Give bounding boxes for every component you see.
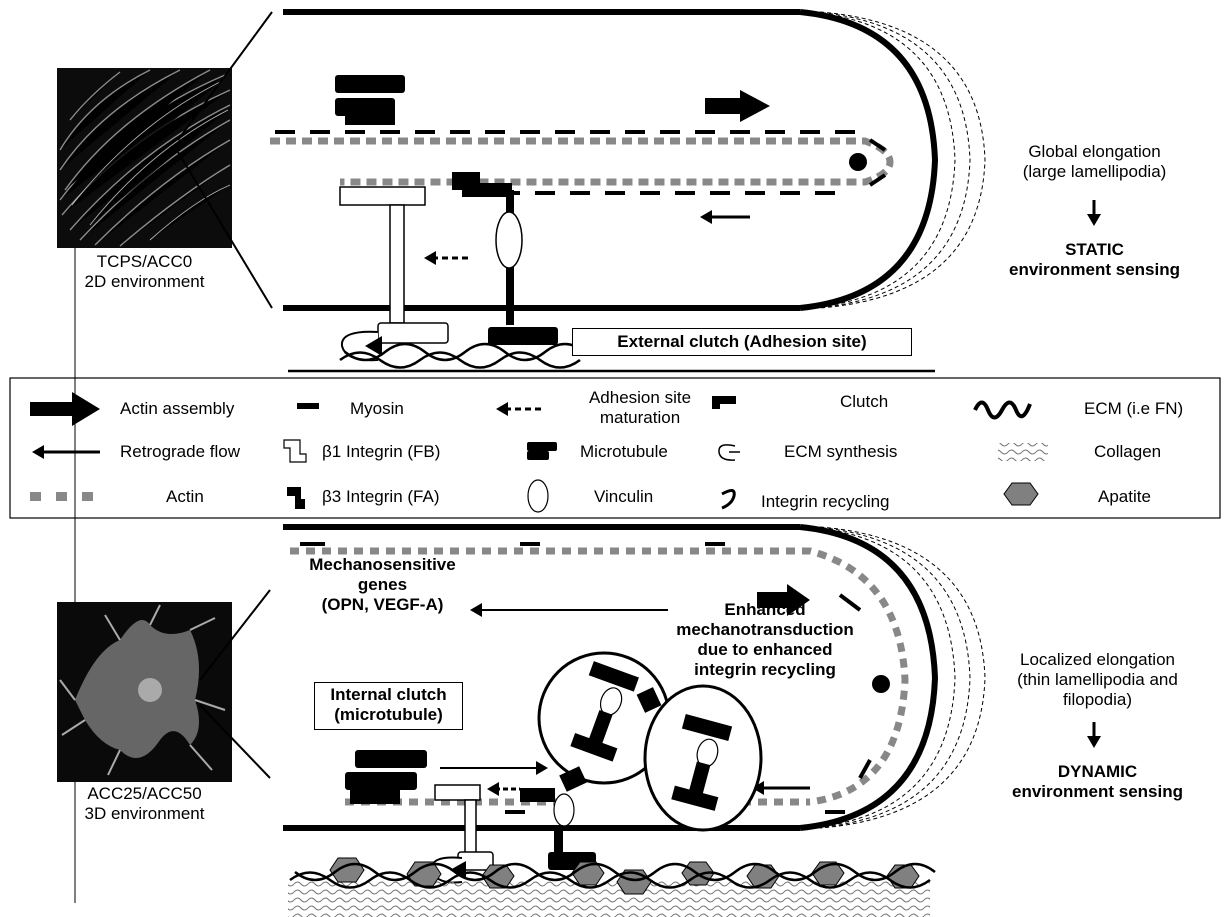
top-vinculin xyxy=(496,212,522,268)
top-clutch xyxy=(452,172,512,197)
recycling-vesicle-2 xyxy=(645,686,761,830)
legend-clutch-icon xyxy=(712,396,736,409)
legend-collagen-icon xyxy=(998,443,1048,461)
legend-microtubule-icon xyxy=(527,442,557,460)
top-sensing-line2: environment sensing xyxy=(982,260,1207,280)
bottom-microtubule xyxy=(345,750,427,804)
legend-b3-integrin-icon xyxy=(288,488,304,508)
internal-clutch-line1: Internal clutch xyxy=(315,685,462,705)
top-b1-integrin xyxy=(340,187,448,343)
legend-integrin-recycling-label: Integrin recycling xyxy=(761,492,890,512)
bottom-caption-line1: ACC25/ACC50 xyxy=(42,784,247,804)
top-side-line2: (large lamellipodia) xyxy=(982,162,1207,182)
legend-b3-integrin-label: β3 Integrin (FA) xyxy=(322,487,440,507)
bottom-sensing-line1: DYNAMIC xyxy=(975,762,1220,782)
bottom-retrograde-arrow xyxy=(752,781,810,795)
top-actin-assembly-arrow xyxy=(705,90,770,122)
legend-clutch-label: Clutch xyxy=(840,392,888,412)
top-maturation-arrow xyxy=(424,251,470,265)
genes-text: Mechanosensitive genes (OPN, VEGF-A) xyxy=(300,555,465,615)
top-cell-membrane xyxy=(283,12,985,308)
bottom-caption-line2: 3D environment xyxy=(42,804,247,824)
top-cell-photo xyxy=(57,68,232,248)
top-sensing-line1: STATIC xyxy=(982,240,1207,260)
legend-collagen-label: Collagen xyxy=(1094,442,1161,462)
external-clutch-label: External clutch (Adhesion site) xyxy=(572,328,912,356)
top-microtubule xyxy=(335,75,405,125)
legend-ecm-synthesis-label: ECM synthesis xyxy=(784,442,897,462)
legend-b1-integrin-label: β1 Integrin (FB) xyxy=(322,442,440,462)
bottom-sensing-text: DYNAMIC environment sensing xyxy=(975,762,1220,802)
legend-apatite-icon xyxy=(1004,483,1038,505)
legend-ecm-icon xyxy=(975,403,1030,418)
bottom-side-line2: (thin lamellipodia and xyxy=(975,670,1220,690)
legend-integrin-recycling-icon xyxy=(722,490,734,508)
legend-maturation-line2: maturation xyxy=(575,408,705,428)
top-caption-line2: 2D environment xyxy=(42,272,247,292)
legend-retrograde-icon xyxy=(32,445,100,459)
genes-line2: genes xyxy=(300,575,465,595)
top-down-arrow xyxy=(1087,200,1101,226)
top-photo-caption: TCPS/ACC0 2D environment xyxy=(42,252,247,292)
genes-line1: Mechanosensitive xyxy=(300,555,465,575)
legend-vinculin-label: Vinculin xyxy=(594,487,653,507)
top-actin-fiber xyxy=(270,132,890,193)
legend-maturation-line1: Adhesion site xyxy=(575,388,705,408)
bottom-side-text: Localized elongation (thin lamellipodia … xyxy=(975,650,1220,710)
internal-clutch-line2: (microtubule) xyxy=(315,705,462,725)
legend-microtubule-label: Microtubule xyxy=(580,442,668,462)
genes-line3: (OPN, VEGF-A) xyxy=(300,595,465,615)
bottom-down-arrow xyxy=(1087,722,1101,748)
legend-actin-assembly-icon xyxy=(30,392,100,426)
bottom-maturation-arrow xyxy=(487,782,520,796)
bottom-side-line1: Localized elongation xyxy=(975,650,1220,670)
top-side-text: Global elongation (large lamellipodia) xyxy=(982,142,1207,182)
legend-maturation-icon xyxy=(496,402,545,416)
legend-apatite-label: Apatite xyxy=(1098,487,1151,507)
legend-actin-label: Actin xyxy=(166,487,204,507)
microtubule-arrow xyxy=(440,761,548,775)
bottom-photo-caption: ACC25/ACC50 3D environment xyxy=(42,784,247,824)
enhanced-line1: Enhanced xyxy=(670,600,860,620)
top-retrograde-arrow xyxy=(700,210,750,224)
enhanced-text: Enhanced mechanotransduction due to enha… xyxy=(670,600,860,680)
top-side-line1: Global elongation xyxy=(982,142,1207,162)
top-caption-line1: TCPS/ACC0 xyxy=(42,252,247,272)
legend-ecm-synthesis-icon xyxy=(719,445,740,460)
internal-clutch-label: Internal clutch (microtubule) xyxy=(314,682,463,730)
bottom-sensing-line2: environment sensing xyxy=(975,782,1220,802)
legend-myosin-label: Myosin xyxy=(350,399,404,419)
legend-ecm-label: ECM (i.e FN) xyxy=(1084,399,1183,419)
legend-myosin-icon xyxy=(297,403,319,409)
enhanced-line4: integrin recycling xyxy=(670,660,860,680)
bottom-cell-photo xyxy=(57,602,232,782)
legend-vinculin-icon xyxy=(528,480,548,512)
legend-b1-integrin-icon xyxy=(284,440,306,462)
genes-arrow xyxy=(470,603,668,617)
bottom-side-line3: filopodia) xyxy=(975,690,1220,710)
enhanced-line2: mechanotransduction xyxy=(670,620,860,640)
top-sensing-text: STATIC environment sensing xyxy=(982,240,1207,280)
legend-actin-assembly-label: Actin assembly xyxy=(120,399,234,419)
legend-actin-icon xyxy=(30,492,93,501)
enhanced-line3: due to enhanced xyxy=(670,640,860,660)
collagen-bed xyxy=(288,880,930,917)
legend-maturation-label: Adhesion site maturation xyxy=(575,388,705,428)
legend-retrograde-label: Retrograde flow xyxy=(120,442,240,462)
